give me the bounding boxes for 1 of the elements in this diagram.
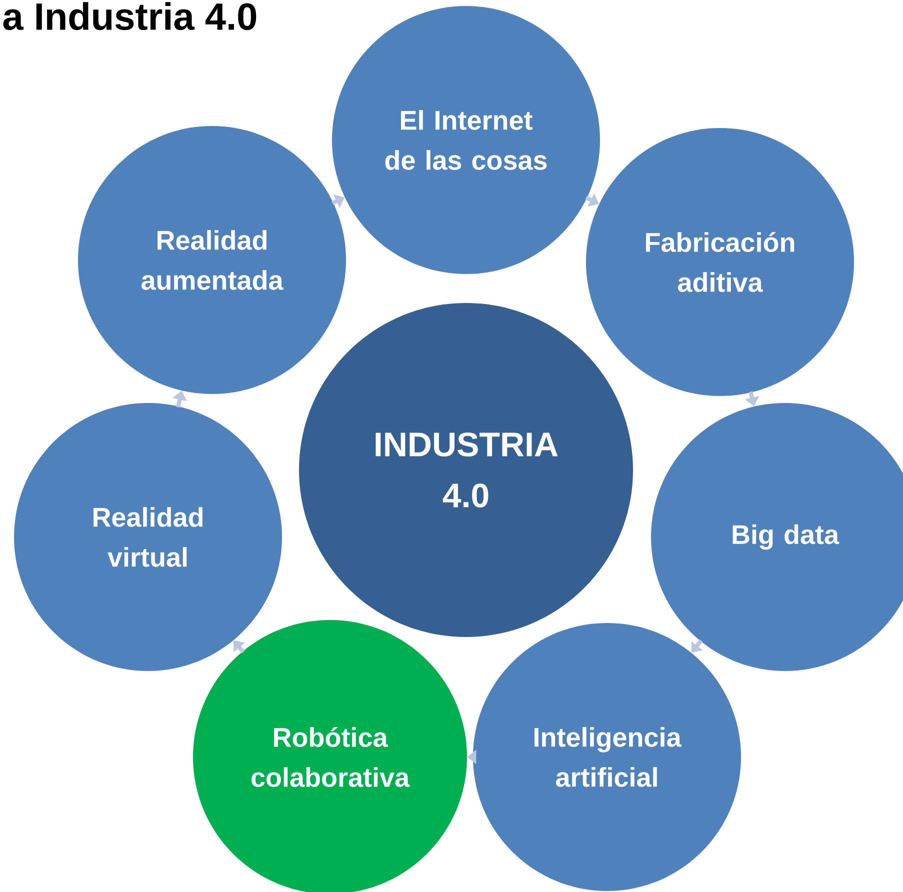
title: a Industria 4.0	[3, 2, 256, 30]
